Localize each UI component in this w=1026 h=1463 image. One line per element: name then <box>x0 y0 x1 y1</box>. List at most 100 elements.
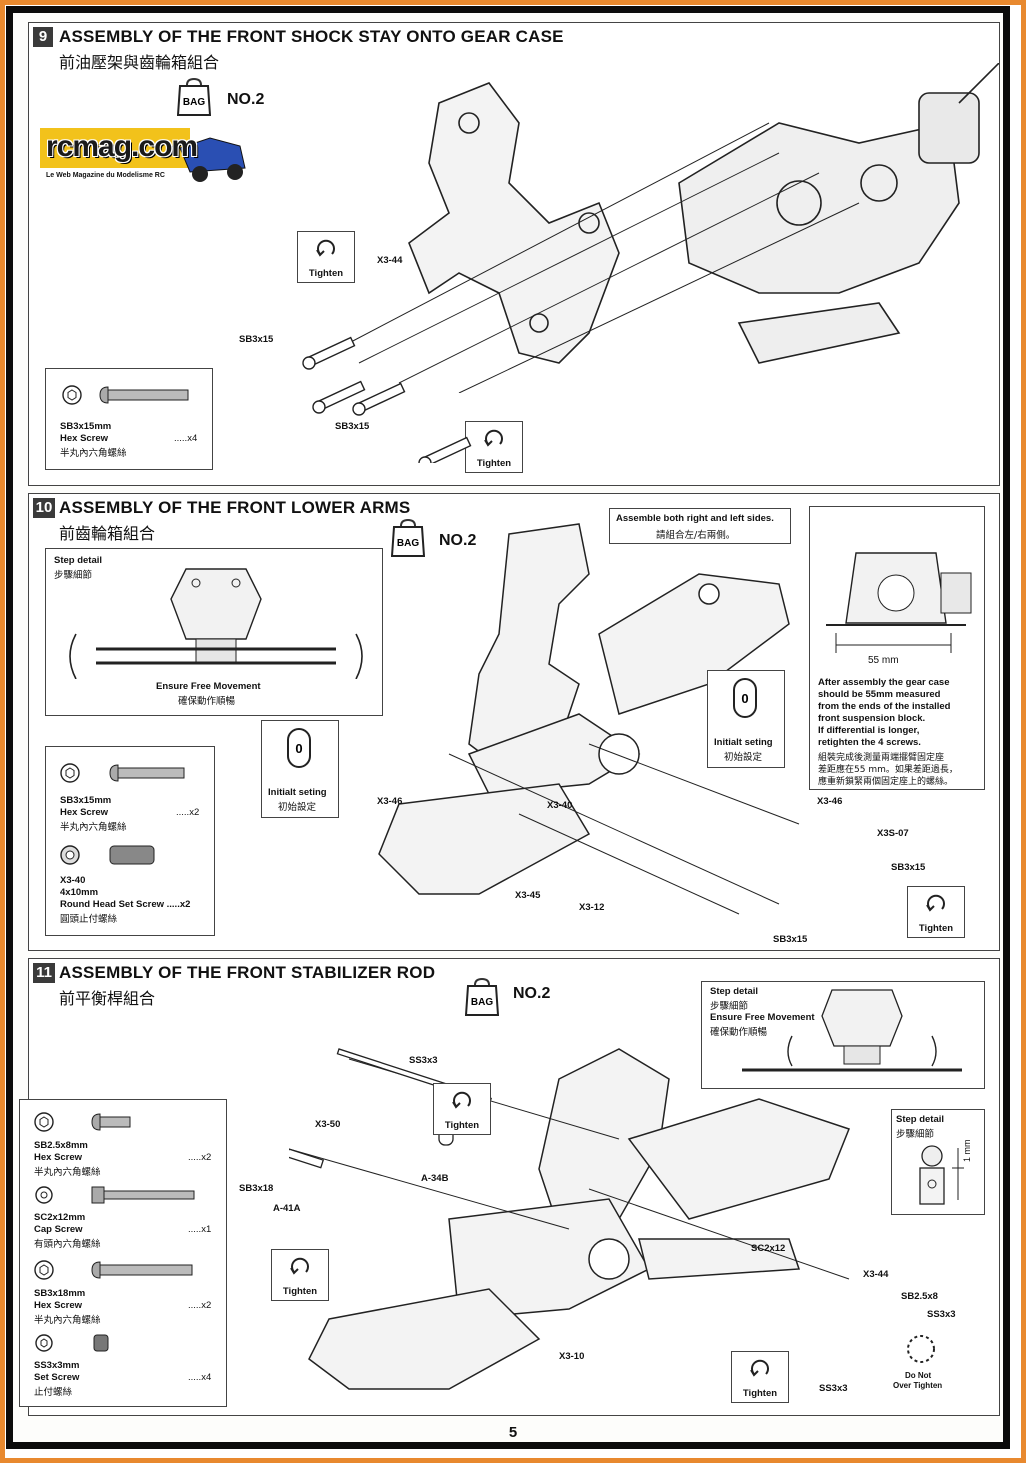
ball-stud-drawing <box>919 1145 964 1205</box>
label-x3s-07: X3S-07 <box>877 828 909 839</box>
setting-dial-icon: 0 <box>733 678 757 718</box>
label-x3-45: X3-45 <box>515 890 541 901</box>
initial-setting-label: Initialt seting <box>268 787 327 798</box>
part-qty: .....x2 <box>188 1300 212 1311</box>
tighten-label: Tighten <box>742 1388 778 1399</box>
part-code: SB2.5x8mm <box>34 1140 88 1151</box>
label-sc2x12: SC2x12 <box>751 1243 786 1254</box>
part-code: SS3x3mm <box>34 1360 80 1371</box>
tighten-label: Tighten <box>918 923 954 934</box>
part-code-size: 4x10mm <box>60 887 99 898</box>
note-line-5: If differential is longer, <box>818 725 920 736</box>
tighten-arrow-icon <box>750 1359 769 1377</box>
part-code: SB3x15mm <box>60 795 112 806</box>
tighten-arrow-icon <box>452 1091 471 1109</box>
over-tighten-label: Over Tighten <box>893 1381 943 1390</box>
ensure-label: Ensure Free Movement <box>156 681 261 692</box>
logo-text: rcmag.com <box>46 130 198 163</box>
bag-icon-label: BAG <box>183 97 205 108</box>
stabilizer-free-movement-drawing <box>742 989 962 1072</box>
initial-setting-label-cn: 初始設定 <box>724 752 763 763</box>
tighten-callout: Tighten <box>907 886 965 938</box>
step-title: ASSEMBLY OF THE FRONT SHOCK STAY ONTO GE… <box>59 27 564 46</box>
label-x3-44: X3-44 <box>377 255 403 266</box>
screws-drawing <box>302 336 472 463</box>
step-number: 10 <box>33 498 55 518</box>
step-title-cn: 前平衡桿組合 <box>59 989 156 1008</box>
part-name: Round Head Set Screw .....x2 <box>60 899 191 910</box>
initial-setting-box-a: 0 Initialt seting 初始設定 <box>261 720 339 818</box>
part-name: Hex Screw <box>34 1300 83 1311</box>
step-title-cn: 前齒輪箱組合 <box>59 524 156 543</box>
ensure-label-cn: 確保動作順暢 <box>178 696 236 707</box>
note-line-6: retighten the 4 screws. <box>818 737 921 748</box>
part-qty: .....x4 <box>188 1372 212 1383</box>
label-sb3x15-a: SB3x15 <box>891 862 926 873</box>
note-line-3: from the ends of the installed <box>818 701 951 712</box>
label-ss3x3-c: SS3x3 <box>819 1383 848 1394</box>
tighten-label: Tighten <box>282 1286 318 1297</box>
note-cn-2: 差距應在55 mm。如果差距過長， <box>818 765 958 775</box>
label-x3-44: X3-44 <box>863 1269 889 1280</box>
dim-label: 55 mm <box>868 655 899 666</box>
label-sb3x18: SB3x18 <box>239 1183 274 1194</box>
assemble-note-box: Assemble both right and left sides. 請組合左… <box>609 508 791 544</box>
label-sb3x15-b: SB3x15 <box>773 934 808 945</box>
bag-icon: BAG <box>391 518 425 557</box>
label-sb3x15-a: SB3x15 <box>239 334 274 345</box>
bag-icon-label: BAG <box>397 538 419 549</box>
tighten-label: Tighten <box>308 268 344 279</box>
step-number: 11 <box>33 963 55 983</box>
bag-number: NO.2 <box>513 985 551 1002</box>
step-title: ASSEMBLY OF THE FRONT STABILIZER ROD <box>59 963 436 982</box>
label-x3-40: X3-40 <box>547 800 573 811</box>
label-a-34b: A-34B <box>421 1173 449 1184</box>
step-detail-label-cn: 步驟細節 <box>54 570 93 581</box>
rcmag-logo: rcmag.com Le Web Magazine du Modelisme R… <box>40 128 250 190</box>
do-not-tighten-icon <box>907 1335 935 1363</box>
part-qty: .....x4 <box>174 433 198 444</box>
step-detail-label: Step detail <box>54 555 103 566</box>
step-detail-box: Step detail 步驟細節 Ensure Free Movement 確保… <box>45 548 383 716</box>
bag-icon: BAG <box>177 77 211 116</box>
hex-screw-icon <box>34 1260 193 1280</box>
logo-subtitle: Le Web Magazine du Modelisme RC <box>46 172 165 179</box>
label-x3-50: X3-50 <box>315 1119 341 1130</box>
part-qty: .....x1 <box>188 1224 212 1235</box>
ensure-label-cn: 確保動作順暢 <box>710 1027 768 1038</box>
parts-box: SB3x15mm Hex Screw 半丸內六角螺絲 .....x2 X3-40… <box>45 746 215 936</box>
label-x3-12: X3-12 <box>579 902 605 913</box>
label-sb2-5x8: SB2.5x8 <box>901 1291 938 1302</box>
logo-car-icon <box>40 128 246 182</box>
step-detail-box-b: Step detail 步驟細節 1 mm <box>891 1109 985 1215</box>
assemble-note-cn: 請組合左/右兩側。 <box>656 530 736 541</box>
step-10-section: 10 ASSEMBLY OF THE FRONT LOWER ARMS 前齒輪箱… <box>28 493 1000 951</box>
do-not-over-tighten-callout: Do Not Over Tighten <box>893 1333 949 1407</box>
label-x3-46-a: X3-46 <box>377 796 403 807</box>
dial-value: 0 <box>741 691 748 706</box>
part-qty: .....x2 <box>176 807 200 818</box>
tighten-arrow-icon <box>290 1257 309 1275</box>
hex-screw-icon <box>34 1112 131 1132</box>
part-name: Hex Screw <box>34 1152 83 1163</box>
tighten-arrow-icon <box>484 429 503 447</box>
step-title-cn: 前油壓架與齒輪箱組合 <box>59 53 220 72</box>
dim-label: 1 mm <box>962 1139 972 1163</box>
free-movement-drawing <box>69 568 363 679</box>
step-detail-box: Step detail 步驟細節 Ensure Free Movement 確保… <box>701 981 985 1089</box>
step-detail-label: Step detail <box>896 1114 945 1125</box>
part-name-cn: 半丸內六角螺絲 <box>60 448 127 459</box>
part-name-cn: 半丸內六角螺絲 <box>34 1167 101 1178</box>
lower-arms-drawing <box>378 523 800 915</box>
step-detail-label-cn: 步驟細節 <box>896 1129 935 1140</box>
note-line-4: front suspension block. <box>818 713 926 724</box>
note-line-1: After assembly the gear case <box>818 677 950 688</box>
tighten-callout-a: Tighten <box>297 231 355 283</box>
tighten-callout-a: Tighten <box>433 1083 491 1135</box>
assemble-note: Assemble both right and left sides. <box>616 513 774 524</box>
initial-setting-label-cn: 初始設定 <box>278 802 317 813</box>
dial-value: 0 <box>295 741 302 756</box>
gear-case-dim-drawing <box>826 552 972 653</box>
hex-screw-icon <box>60 763 185 783</box>
label-ss3x3-top: SS3x3 <box>409 1055 438 1066</box>
